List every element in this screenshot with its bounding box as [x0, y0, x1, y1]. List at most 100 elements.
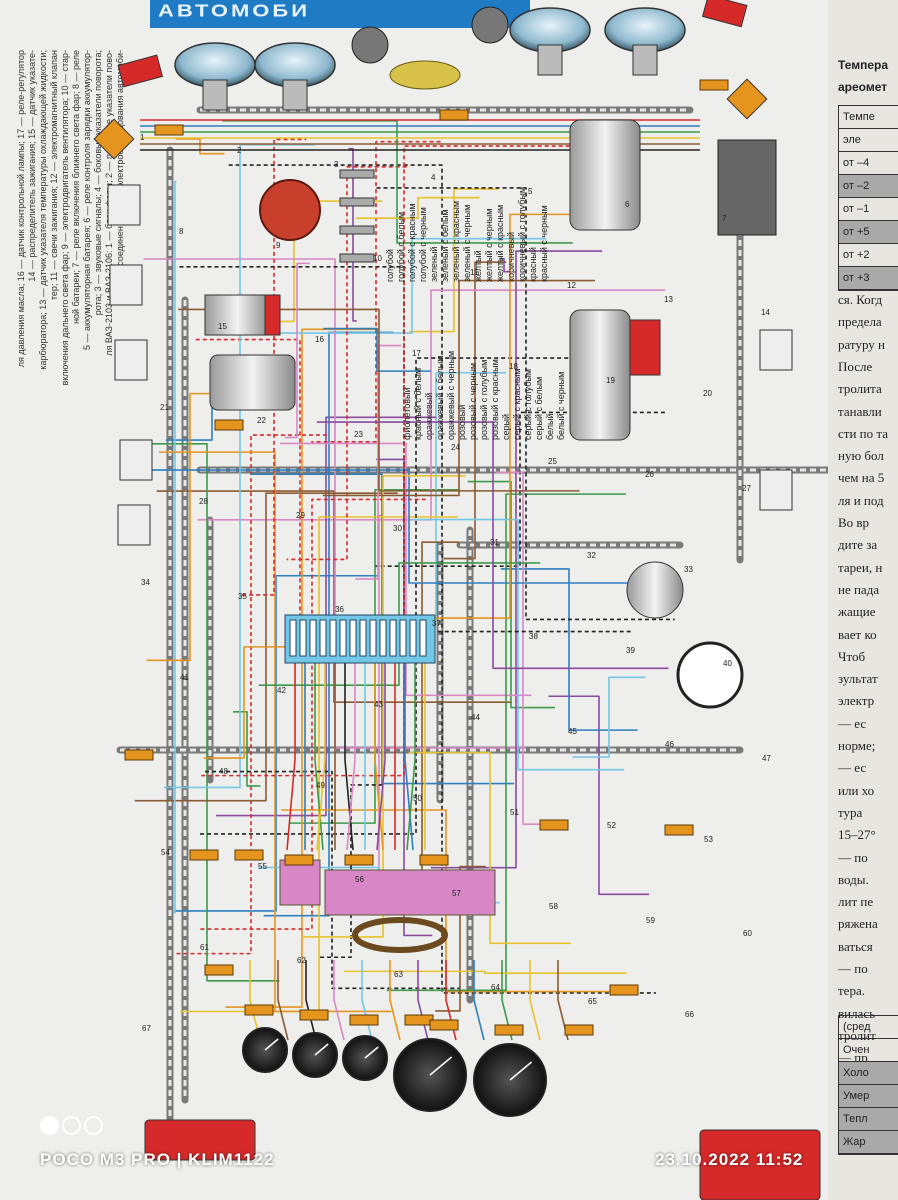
- wire: [443, 261, 507, 560]
- wire: [173, 180, 177, 914]
- wire: [203, 646, 285, 759]
- component-number: 2: [237, 146, 242, 155]
- body-text-line: ваться: [838, 938, 873, 954]
- connector-block: [244, 1004, 274, 1016]
- wire: [389, 960, 401, 1041]
- gauge-needle: [264, 1038, 279, 1051]
- spark-plug: [339, 225, 375, 235]
- camera-datestamp: 23.10.2022 11:52: [655, 1150, 804, 1169]
- body-text-line: ряжена: [838, 916, 878, 932]
- wire: [435, 865, 486, 1012]
- wire-color-legend-a: голубойголубой с белымголубой с краснымг…: [385, 162, 550, 284]
- wire: [222, 120, 573, 244]
- component-number: 37: [432, 619, 441, 628]
- table-cell: Холо: [839, 1062, 898, 1085]
- headlamp-base: [632, 44, 658, 76]
- connector-block: [609, 984, 639, 996]
- wire: [529, 960, 541, 1041]
- body-text-line: вает ко: [838, 626, 877, 642]
- connector-block: [299, 1009, 329, 1021]
- component-number: 54: [161, 848, 170, 857]
- component-number: 14: [761, 308, 770, 317]
- component-number: 58: [549, 902, 558, 911]
- wire: [133, 443, 280, 982]
- rear-lamp: [144, 1119, 256, 1161]
- component-number: 34: [141, 578, 150, 587]
- legend-entry: зеленый: [429, 246, 439, 282]
- wire: [228, 164, 656, 994]
- table-cell: Темпе: [839, 106, 898, 129]
- legend-entry: серый с голубым: [523, 368, 533, 440]
- body-text-line: тура: [838, 804, 863, 820]
- component-number: 33: [684, 565, 693, 574]
- alternator: [569, 119, 641, 231]
- component-number: 18: [509, 362, 518, 371]
- magazine-header: АВТОМОБИ: [150, 0, 530, 28]
- wire: [301, 475, 466, 938]
- wire: [333, 960, 345, 1041]
- wire: [385, 541, 459, 906]
- body-text-line: тролита: [838, 381, 882, 397]
- component-number: 11: [470, 268, 479, 277]
- connector-block: [564, 1024, 594, 1036]
- legend-entry: зеленый с красным: [451, 200, 461, 282]
- wire: [249, 960, 261, 1041]
- headlamp-base: [202, 79, 228, 111]
- wire: [201, 145, 607, 777]
- component-number: 4: [431, 173, 436, 182]
- relay: [107, 184, 141, 226]
- component-number: 59: [646, 916, 655, 925]
- legend-entry: зеленый с белым: [440, 209, 450, 282]
- ignition-coil: [204, 294, 271, 336]
- rear-lamp: [699, 1129, 821, 1200]
- wire: [205, 770, 460, 990]
- table-cell: от –4: [839, 152, 898, 175]
- connector-block: [189, 849, 219, 861]
- body-text-line: ратуру н: [838, 336, 885, 352]
- body-text-line: воды.: [838, 871, 869, 887]
- spark-plug: [339, 169, 375, 179]
- relay: [119, 439, 153, 481]
- body-text-line: предела: [838, 314, 882, 330]
- clock: [676, 641, 744, 709]
- component-number: 43: [374, 700, 383, 709]
- wire: [149, 469, 668, 584]
- wire: [572, 676, 646, 758]
- legend-entry: красный с черным: [539, 205, 549, 282]
- wire: [355, 196, 480, 219]
- body-text-line: — ес: [838, 715, 867, 731]
- body-text-line: — по: [838, 849, 868, 865]
- legend-entry: красный: [528, 247, 538, 282]
- fuse: [309, 619, 317, 657]
- relay: [114, 339, 148, 381]
- headlamp-base: [282, 79, 308, 111]
- connector-block: [214, 419, 244, 431]
- component-number: 63: [394, 970, 403, 979]
- legend-entry: желтый: [473, 250, 483, 282]
- wire: [277, 960, 289, 1041]
- wire: [316, 640, 326, 851]
- component-number: 29: [296, 511, 305, 520]
- component-number: 65: [588, 997, 597, 1006]
- component-number: 42: [277, 686, 286, 695]
- component-number: 8: [179, 227, 184, 236]
- fuse: [379, 619, 387, 657]
- ignition-coil-cap: [264, 294, 281, 336]
- legend-entry: красный с белым: [413, 367, 423, 440]
- connector-block: [419, 854, 449, 866]
- legend-entry: голубой с белым: [396, 211, 406, 282]
- body-text-line: или хо: [838, 782, 875, 798]
- wire: [498, 257, 510, 273]
- component-number: 55: [258, 862, 267, 871]
- legend-entry: желтый с красным: [495, 204, 505, 282]
- wire: [344, 970, 627, 974]
- wire: [361, 960, 373, 1041]
- wire: [322, 279, 595, 497]
- side-repeater: [726, 78, 768, 120]
- wire: [280, 442, 532, 697]
- component-number: 25: [548, 457, 557, 466]
- side-repeater: [93, 118, 135, 160]
- body-text-line: чем на 5: [838, 470, 885, 486]
- body-text-line: жащие: [838, 604, 876, 620]
